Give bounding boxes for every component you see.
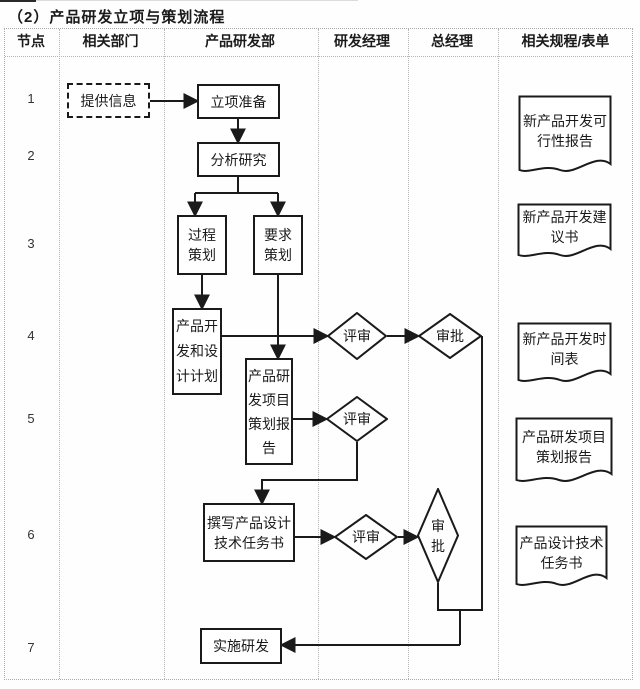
decision-review-1-label: 评审 <box>343 328 371 344</box>
header-gm: 总经理 <box>431 33 473 49</box>
flow-box-implement-label: 实施研发 <box>213 638 269 654</box>
flow-box-project-prep: 立项准备 <box>197 84 280 119</box>
decision-approve-1: 审批 <box>418 313 482 359</box>
flow-box-process-plan: 过程 策划 <box>177 215 227 275</box>
flow-box-implement: 实施研发 <box>200 628 282 664</box>
node-number-6: 6 <box>27 527 35 542</box>
flow-box-write-task-book: 撰写产品设计 技术任务书 <box>203 503 295 562</box>
flow-box-provide-info-label: 提供信息 <box>80 92 137 109</box>
node-number-3: 3 <box>27 236 35 251</box>
flow-box-process-plan-label: 过程 策划 <box>188 227 216 263</box>
page-title: （2）产品研发立项与策划流程 <box>8 9 226 26</box>
document-proposal-label: 新产品开发建 议书 <box>522 209 607 245</box>
decision-review-3: 评审 <box>334 514 398 560</box>
grid-col-line-1 <box>59 29 60 679</box>
flow-box-rd-project-plan-report: 产品研 发项目 策划报 告 <box>245 358 293 465</box>
flow-box-project-prep-label: 立项准备 <box>210 93 267 110</box>
swimlane-grid <box>4 28 633 680</box>
document-timetable: 新产品开发时 间表 <box>517 322 612 388</box>
flow-box-dev-design-plan: 产品开 发和设 计计划 <box>172 308 222 395</box>
header-forms: 相关规程/表单 <box>521 33 610 49</box>
node-number-4: 4 <box>27 328 35 343</box>
document-timetable-label: 新产品开发时 间表 <box>522 331 607 367</box>
grid-col-line-2 <box>164 29 165 679</box>
node-number-1: 1 <box>27 91 35 106</box>
top-border-segment <box>0 0 36 2</box>
document-feasibility-report-label: 新产品开发可 行性报告 <box>523 112 607 149</box>
flow-box-write-task-book-label: 撰写产品设计 技术任务书 <box>207 514 291 551</box>
header-separator-line <box>5 56 632 57</box>
decision-approve-2: 审 批 <box>417 488 459 583</box>
decision-approve-1-label: 审批 <box>436 328 464 344</box>
header-departments: 相关部门 <box>82 33 139 49</box>
document-task-book: 产品设计技术 任务书 <box>515 525 608 592</box>
decision-approve-2-label: 审 批 <box>431 517 445 554</box>
document-feasibility-report: 新产品开发可 行性报告 <box>518 95 612 178</box>
node-number-2: 2 <box>27 148 35 163</box>
flow-box-provide-info: 提供信息 <box>67 83 150 118</box>
flow-box-analyze: 分析研究 <box>197 142 280 177</box>
flow-box-requirement-plan-label: 要求 策划 <box>264 227 292 263</box>
header-node: 节点 <box>17 33 45 49</box>
flow-box-rd-project-plan-report-label: 产品研 发项目 策划报 告 <box>248 367 290 456</box>
header-rd-dept: 产品研发部 <box>205 33 275 49</box>
decision-review-2-label: 评审 <box>343 411 371 427</box>
decision-review-1: 评审 <box>327 312 387 360</box>
node-number-5: 5 <box>27 411 35 426</box>
flow-box-requirement-plan: 要求 策划 <box>253 215 303 275</box>
node-number-7: 7 <box>27 640 35 655</box>
flow-box-analyze-label: 分析研究 <box>210 151 267 168</box>
document-plan-report-label: 产品研发项目 策划报告 <box>522 428 606 465</box>
grid-col-line-4 <box>408 29 409 679</box>
document-plan-report: 产品研发项目 策划报告 <box>515 417 613 488</box>
header-rd-manager: 研发经理 <box>334 33 390 49</box>
decision-review-3-label: 评审 <box>352 529 380 545</box>
flow-box-dev-design-plan-label: 产品开 发和设 计计划 <box>176 318 218 384</box>
document-proposal: 新产品开发建 议书 <box>517 203 612 263</box>
grid-col-line-5 <box>498 29 499 679</box>
top-border-light <box>36 0 358 1</box>
grid-col-line-3 <box>318 29 319 679</box>
decision-review-2: 评审 <box>326 396 388 442</box>
document-task-book-label: 产品设计技术 任务书 <box>519 534 604 571</box>
